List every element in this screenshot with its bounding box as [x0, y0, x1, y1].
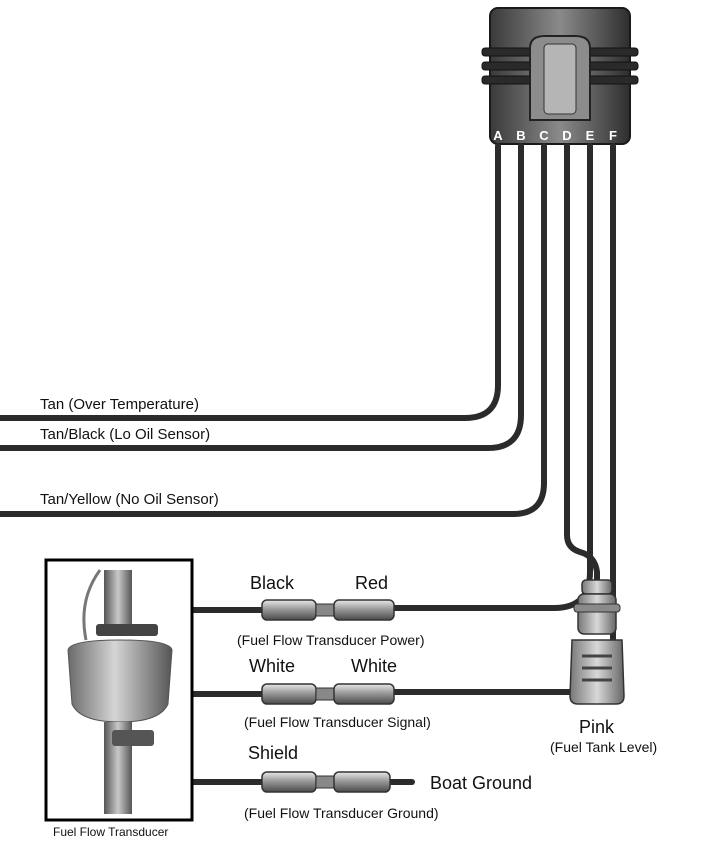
label-shield: Shield — [248, 743, 299, 763]
bullet-connector-white-right — [333, 683, 395, 705]
caption-fuel-flow-ground: (Fuel Flow Transducer Ground) — [244, 805, 439, 821]
wire-a-tan — [0, 143, 501, 421]
label-black: Black — [250, 573, 295, 593]
label-pink: Pink — [579, 717, 615, 737]
wire-e-red-power — [390, 143, 593, 611]
wire-c-tan-yellow — [0, 143, 547, 517]
label-tan-over-temperature: Tan (Over Temperature) — [40, 396, 199, 413]
fuel-tank-connector — [569, 579, 625, 705]
label-white-right: White — [351, 656, 398, 676]
caption-fuel-flow-transducer: Fuel Flow Transducer — [53, 825, 169, 839]
bullet-connector-white-left — [261, 683, 317, 705]
label-white-left: White — [249, 656, 296, 676]
pin-label-e: E — [585, 128, 595, 143]
bullet-connectors — [261, 599, 395, 793]
wire-b-tan-black — [0, 143, 524, 451]
bullet-connector-shield — [261, 771, 317, 793]
caption-fuel-flow-signal: (Fuel Flow Transducer Signal) — [244, 714, 431, 730]
pin-label-b: B — [516, 128, 526, 143]
bullet-connector-red — [333, 599, 395, 621]
bullet-connector-black — [261, 599, 317, 621]
pin-label-c: C — [539, 128, 549, 143]
bullet-connector-ground — [333, 771, 391, 793]
label-tan-yellow-no-oil: Tan/Yellow (No Oil Sensor) — [40, 491, 219, 508]
label-tan-black-lo-oil: Tan/Black (Lo Oil Sensor) — [40, 426, 211, 443]
pin-label-d: D — [562, 128, 572, 143]
multi-pin-connector — [481, 7, 639, 145]
caption-fuel-tank-level: (Fuel Tank Level) — [550, 739, 658, 755]
pin-label-f: F — [609, 128, 617, 143]
label-red: Red — [355, 573, 389, 593]
caption-fuel-flow-power: (Fuel Flow Transducer Power) — [237, 632, 425, 648]
wire-d-pink — [564, 143, 600, 583]
pin-label-a: A — [493, 128, 503, 143]
fuel-flow-transducer-picture — [44, 558, 194, 822]
label-boat-ground: Boat Ground — [430, 773, 533, 793]
